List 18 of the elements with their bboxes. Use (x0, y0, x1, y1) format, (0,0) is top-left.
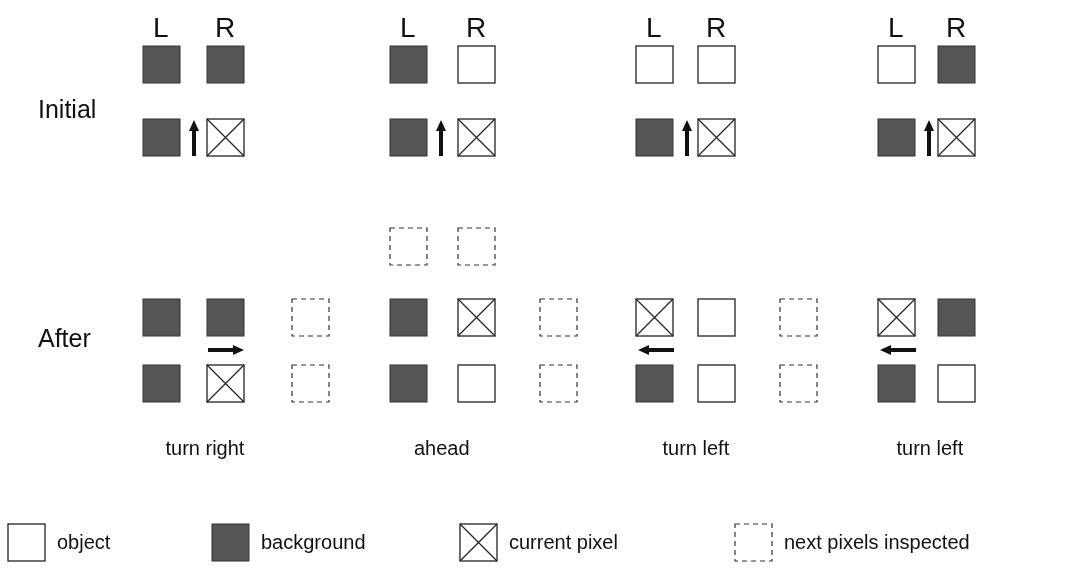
legend-label: next pixels inspected (784, 532, 970, 552)
column-label: L (153, 14, 169, 42)
legend-label: background (261, 532, 366, 552)
result-caption: turn right (165, 438, 245, 458)
legend-label: current pixel (509, 532, 618, 552)
column-label: L (646, 14, 662, 42)
result-caption: turn left (896, 438, 964, 458)
row-label: Initial (38, 97, 97, 122)
row-label: After (38, 326, 91, 351)
column-label: R (215, 14, 236, 42)
column-label: R (946, 14, 967, 42)
result-caption: turn left (662, 438, 730, 458)
result-caption: ahead (414, 438, 470, 458)
column-label: R (706, 14, 727, 42)
column-label: L (888, 14, 904, 42)
legend-label: object (57, 532, 111, 552)
column-label: R (466, 14, 487, 42)
column-label: L (400, 14, 416, 42)
